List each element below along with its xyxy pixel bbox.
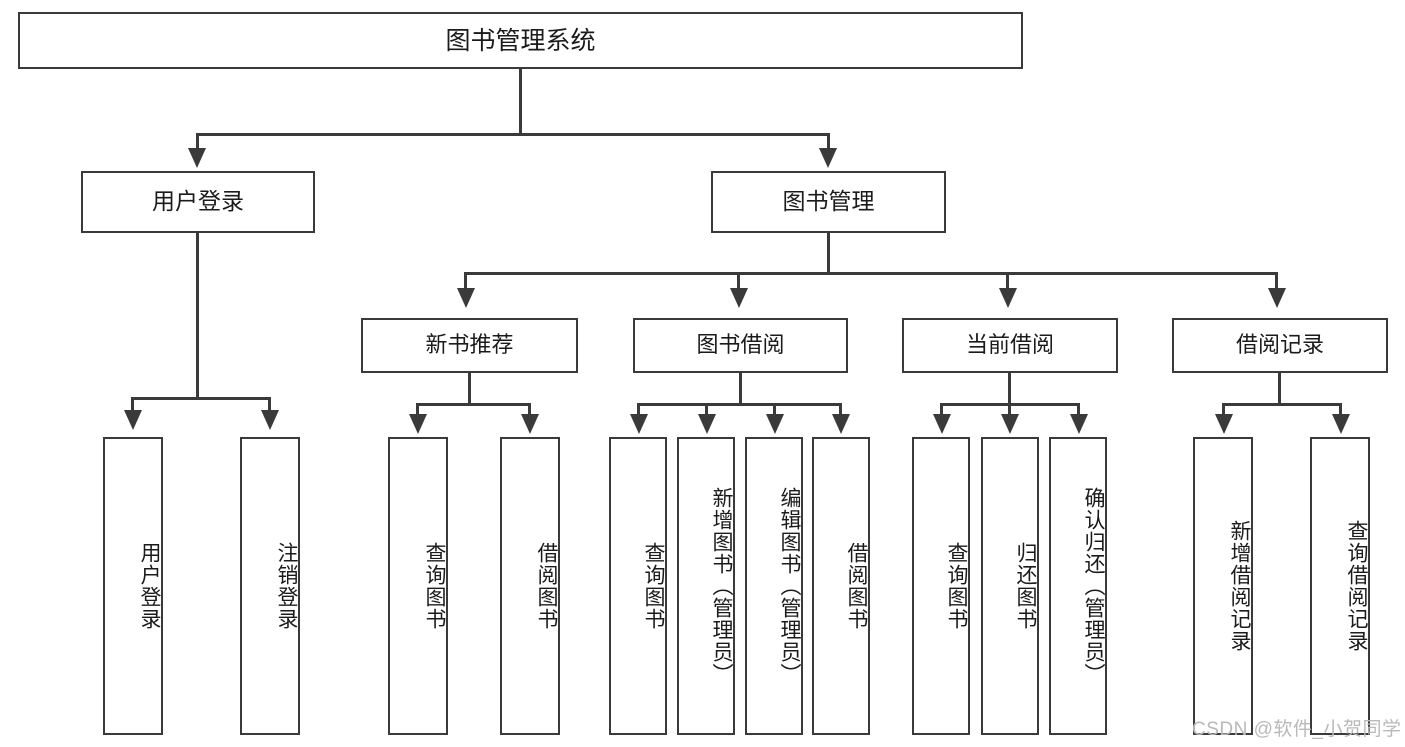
connector-bm-drop-4 xyxy=(1275,272,1278,292)
arrowhead-br-leaf-1 xyxy=(1215,414,1233,434)
arrowhead-bm-to-borrow-record xyxy=(1268,288,1286,308)
connector-bb-drop-2 xyxy=(705,403,708,417)
leaf-borrow-record-add-record[interactable]: 新增借阅记录 xyxy=(1193,437,1253,735)
leaf-current-borrow-query-book[interactable]: 查询图书 xyxy=(912,437,970,735)
node-label: 借阅图书 xyxy=(535,542,558,630)
connector-user-login-stem xyxy=(196,233,199,399)
connector-br-drop-2 xyxy=(1339,403,1342,417)
connector-user-login-drop-1 xyxy=(131,397,134,413)
arrowhead-bb-leaf-4 xyxy=(832,414,850,434)
connector-root-to-user-login xyxy=(196,133,199,153)
arrowhead-cb-leaf-3 xyxy=(1070,414,1088,434)
connector-bm-drop-1 xyxy=(464,272,467,292)
node-label: 查询借阅记录 xyxy=(1345,520,1368,652)
connector-root-bus xyxy=(196,133,830,136)
leaf-new-book-recommend-borrow-book[interactable]: 借阅图书 xyxy=(500,437,560,735)
leaf-book-borrow-edit-book-admin[interactable]: 编辑图书（管理员） xyxy=(745,437,803,735)
leaf-user-login-logout[interactable]: 注销登录 xyxy=(240,437,300,735)
connector-bb-stem xyxy=(739,373,742,405)
node-label: 新书推荐 xyxy=(425,332,514,358)
node-label: 查询图书 xyxy=(423,542,446,630)
connector-cb-drop-3 xyxy=(1077,403,1080,417)
leaf-current-borrow-confirm-return-admin[interactable]: 确认归还（管理员） xyxy=(1049,437,1107,735)
node-label: 借阅图书 xyxy=(845,542,868,630)
arrowhead-bb-leaf-3 xyxy=(766,414,784,434)
leaf-user-login-login[interactable]: 用户登录 xyxy=(103,437,163,735)
arrowhead-user-login-leaf-1 xyxy=(124,410,142,430)
connector-nbr-bus xyxy=(416,403,530,406)
connector-bb-drop-3 xyxy=(773,403,776,417)
node-label: 用户登录 xyxy=(152,188,244,215)
connector-book-management-stem xyxy=(827,233,830,273)
leaf-book-borrow-add-book-admin[interactable]: 新增图书（管理员） xyxy=(677,437,735,735)
node-user-login[interactable]: 用户登录 xyxy=(81,171,315,233)
arrowhead-root-to-book-management xyxy=(819,148,837,168)
node-label: 图书借阅 xyxy=(696,332,785,358)
arrowhead-bm-to-book-borrow xyxy=(730,288,748,308)
connector-nbr-drop-1 xyxy=(416,403,419,417)
node-label: 图书管理 xyxy=(782,188,875,215)
node-book-management[interactable]: 图书管理 xyxy=(711,171,946,233)
node-current-borrow[interactable]: 当前借阅 xyxy=(902,318,1118,373)
node-label: 编辑图书（管理员） xyxy=(778,487,801,685)
arrowhead-bb-leaf-1 xyxy=(630,414,648,434)
leaf-book-borrow-query-book[interactable]: 查询图书 xyxy=(609,437,667,735)
arrowhead-root-to-user-login xyxy=(188,148,206,168)
connector-user-login-bus xyxy=(131,397,270,400)
node-root-book-management-system[interactable]: 图书管理系统 xyxy=(18,12,1023,69)
connector-bb-drop-4 xyxy=(839,403,842,417)
node-new-book-recommend[interactable]: 新书推荐 xyxy=(361,318,578,373)
leaf-book-borrow-borrow-book[interactable]: 借阅图书 xyxy=(812,437,870,735)
node-label: 当前借阅 xyxy=(965,332,1054,358)
connector-root-to-book-management xyxy=(827,133,830,153)
node-label: 借阅记录 xyxy=(1235,332,1324,358)
connector-br-stem xyxy=(1278,373,1281,405)
arrowhead-cb-leaf-1 xyxy=(933,414,951,434)
arrowhead-bm-to-new-book-recommend xyxy=(457,288,475,308)
arrowhead-user-login-leaf-2 xyxy=(261,410,279,430)
connector-bb-bus xyxy=(637,403,841,406)
node-label: 查询图书 xyxy=(642,542,665,630)
connector-cb-stem xyxy=(1008,373,1011,405)
node-label: 新增图书（管理员） xyxy=(710,487,733,685)
node-label: 图书管理系统 xyxy=(445,26,596,55)
connector-bb-drop-1 xyxy=(637,403,640,417)
connector-user-login-drop-2 xyxy=(268,397,271,413)
leaf-current-borrow-return-book[interactable]: 归还图书 xyxy=(981,437,1039,735)
connector-bm-drop-2 xyxy=(737,272,740,292)
arrowhead-br-leaf-2 xyxy=(1332,414,1350,434)
connector-cb-drop-2 xyxy=(1008,403,1011,417)
node-label: 确认归还（管理员） xyxy=(1082,487,1105,685)
connector-cb-drop-1 xyxy=(940,403,943,417)
node-label: 归还图书 xyxy=(1014,542,1037,630)
connector-nbr-drop-2 xyxy=(528,403,531,417)
node-label: 用户登录 xyxy=(138,542,161,630)
connector-br-drop-1 xyxy=(1222,403,1225,417)
arrowhead-nbr-leaf-2 xyxy=(521,414,539,434)
connector-book-management-bus xyxy=(464,272,1278,275)
node-borrow-record[interactable]: 借阅记录 xyxy=(1172,318,1388,373)
arrowhead-bm-to-current-borrow xyxy=(999,288,1017,308)
arrowhead-cb-leaf-2 xyxy=(1001,414,1019,434)
connector-br-bus xyxy=(1222,403,1342,406)
arrowhead-bb-leaf-2 xyxy=(698,414,716,434)
node-label: 查询图书 xyxy=(945,542,968,630)
leaf-borrow-record-query-record[interactable]: 查询借阅记录 xyxy=(1310,437,1370,735)
node-book-borrow[interactable]: 图书借阅 xyxy=(633,318,848,373)
leaf-new-book-recommend-query-book[interactable]: 查询图书 xyxy=(388,437,448,735)
node-label: 新增借阅记录 xyxy=(1228,520,1251,652)
arrowhead-nbr-leaf-1 xyxy=(409,414,427,434)
connector-bm-drop-3 xyxy=(1006,272,1009,292)
connector-root-stem xyxy=(519,69,522,134)
node-label: 注销登录 xyxy=(275,542,298,630)
connector-nbr-stem xyxy=(468,373,471,405)
